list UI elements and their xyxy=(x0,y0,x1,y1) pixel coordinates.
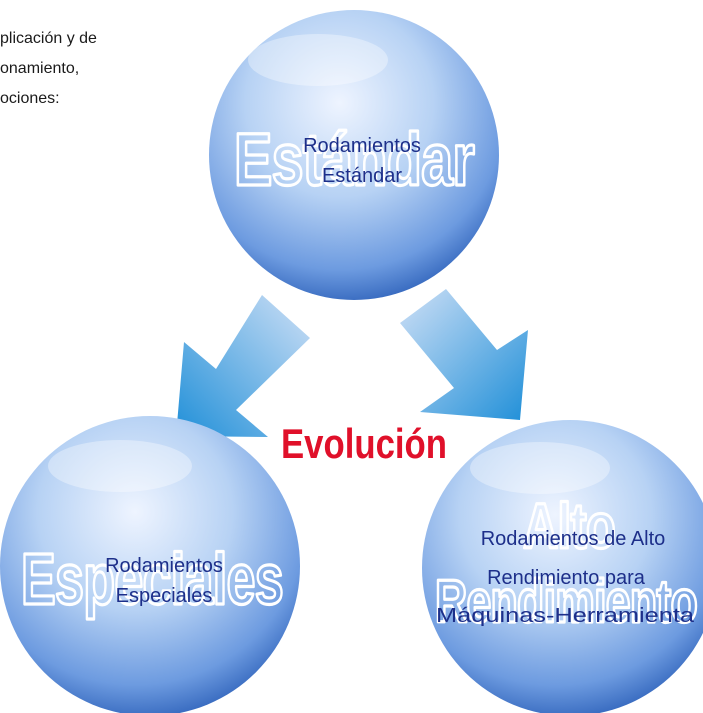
watermark-special: Especiales xyxy=(21,540,283,620)
label-high-performance-line-3: Máquinas-Herramienta xyxy=(436,605,695,627)
sphere-special xyxy=(0,416,300,713)
label-standard-line-1: Rodamientos xyxy=(303,135,421,157)
watermark-high-performance-line-2: Rendimiento xyxy=(435,568,697,635)
arrow-right xyxy=(400,289,528,420)
label-high-performance-line-1: Rodamientos de Alto xyxy=(481,528,666,550)
arrow-left xyxy=(176,295,310,437)
watermark-high-performance-line-1: Alto xyxy=(523,490,615,562)
label-standard-line-2: Estándar xyxy=(322,165,402,187)
sphere-high-performance xyxy=(422,420,703,713)
sphere-standard xyxy=(209,10,499,300)
intro-line: plicación y de xyxy=(0,30,97,47)
node-special: Especiales Rodamientos Especiales xyxy=(0,416,300,713)
node-high-performance: Alto Rendimiento Rodamientos de Alto Ren… xyxy=(422,420,703,713)
intro-text: plicación y de onamiento, ociones: xyxy=(0,24,200,114)
evolution-label: Evolución xyxy=(281,420,447,467)
watermark-standard: Estándar xyxy=(234,118,474,201)
label-high-performance-line-2: Rendimiento para xyxy=(487,567,646,589)
label-special-line-1: Rodamientos xyxy=(105,555,223,577)
label-special-line-2: Especiales xyxy=(116,585,213,607)
node-standard: Estándar Rodamientos Estándar xyxy=(209,10,499,300)
intro-line: ociones: xyxy=(0,90,60,107)
intro-line: onamiento, xyxy=(0,60,80,77)
